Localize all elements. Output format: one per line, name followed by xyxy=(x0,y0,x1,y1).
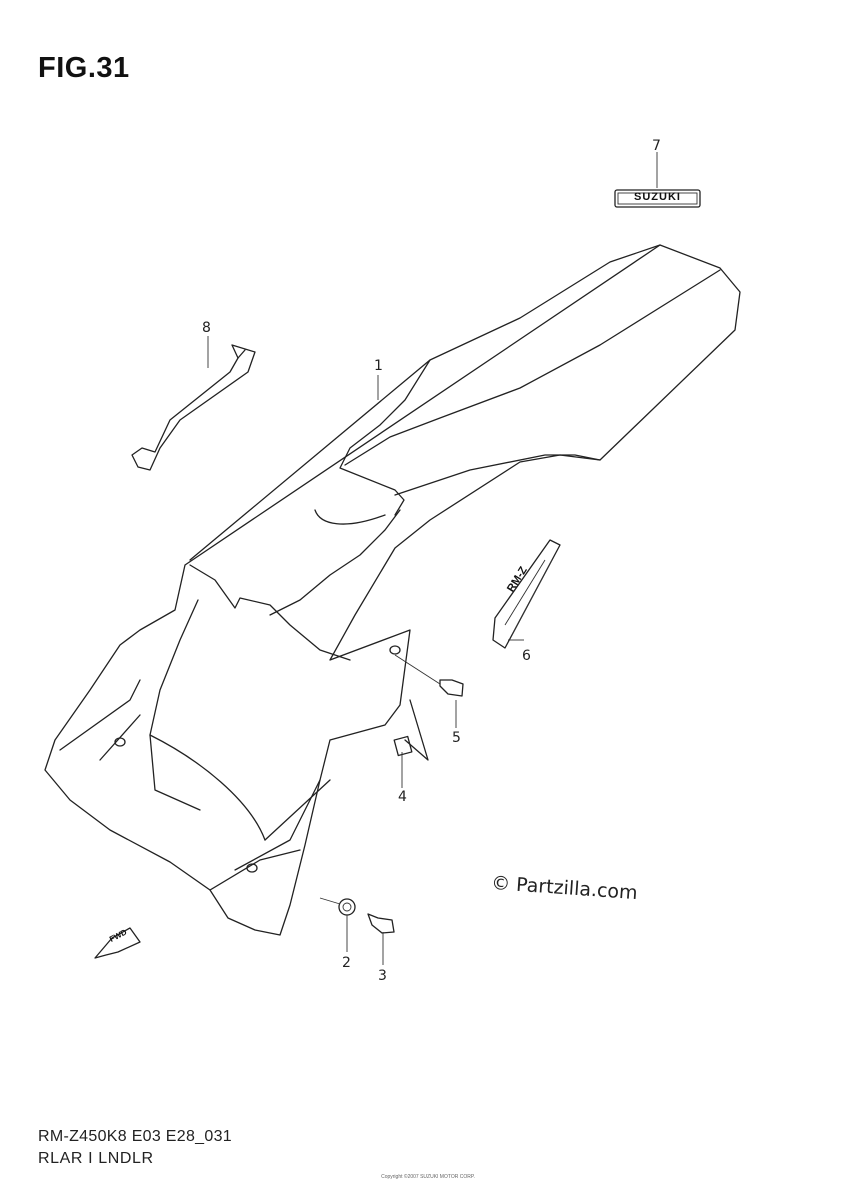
top-emblem-drawing xyxy=(614,189,701,208)
fine-print: Copyright ©2007 SUZUKI MOTOR CORP. xyxy=(381,1174,475,1180)
callout-5: 5 xyxy=(452,730,461,746)
callout-2: 2 xyxy=(342,955,351,971)
callout-3: 3 xyxy=(378,968,387,984)
callout-4: 4 xyxy=(398,789,407,805)
callout-1: 1 xyxy=(374,358,383,374)
callout-6: 6 xyxy=(522,648,531,664)
side-emblem-drawing xyxy=(492,539,561,649)
diagram-code: RM-Z450K8 E03 E28_031 xyxy=(38,1128,232,1145)
callout-7: 7 xyxy=(652,138,661,154)
top-emblem-text: SUZUKI xyxy=(634,191,681,203)
callout-8: 8 xyxy=(202,320,211,336)
fwd-arrow-drawing xyxy=(94,927,141,959)
leader-lines xyxy=(207,152,658,965)
diagram-name: RLAR I LNDLR xyxy=(38,1150,154,1167)
tool-drawing xyxy=(131,344,256,471)
figure-title: FIG.31 xyxy=(38,52,130,84)
hardware-drawing xyxy=(338,679,464,934)
rear-fender-drawing xyxy=(44,244,741,936)
